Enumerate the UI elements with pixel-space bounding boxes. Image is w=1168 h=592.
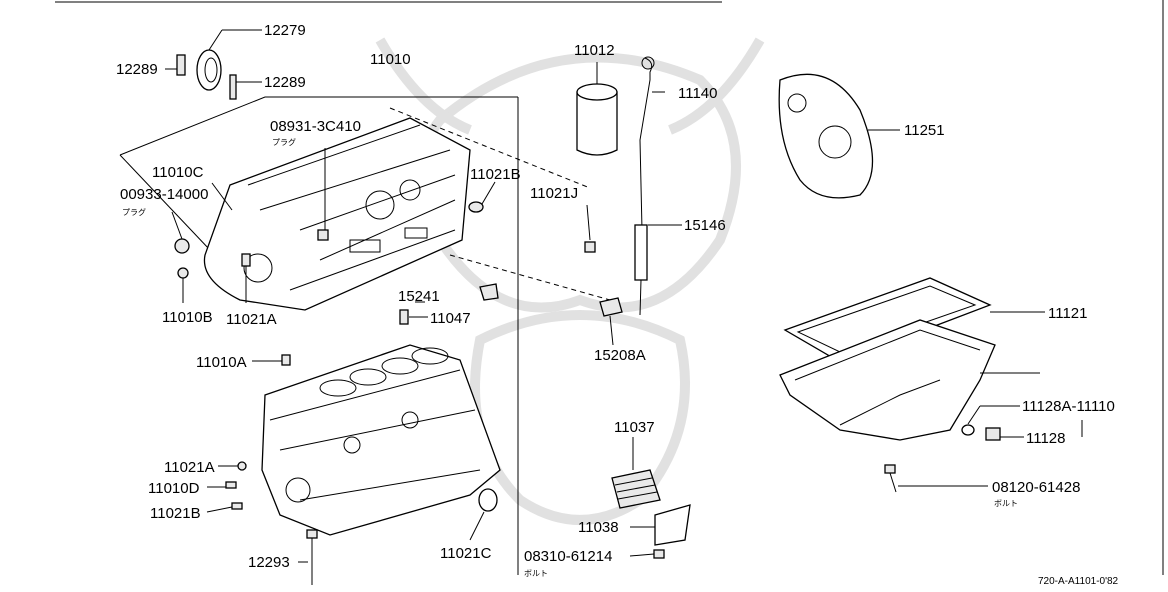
label-plug-2: プラグ — [122, 207, 146, 217]
drain-cock-plate — [654, 504, 691, 546]
label-11021b-top: 11021B — [470, 166, 521, 183]
label-11021a-top: 11021A — [226, 311, 277, 328]
plug-15241 — [479, 283, 499, 301]
relief-valve-15208a — [599, 297, 623, 317]
label-11010: 11010 — [370, 51, 411, 68]
label-12289-left: 12289 — [116, 61, 158, 78]
label-11251: 11251 — [904, 122, 945, 139]
label-00933: 00933-14000 — [120, 186, 208, 203]
drain-bolt — [653, 549, 665, 559]
label-bolt-2: ボルト — [524, 569, 548, 578]
label-bolt-1: ボルト — [994, 499, 1018, 508]
label-11128a: 11128A-11110 — [1022, 398, 1115, 415]
oil-dipstick — [634, 56, 655, 316]
seal-retainer-left — [176, 54, 186, 76]
plug-11021j — [584, 241, 596, 253]
label-08310: 08310-61214 — [524, 548, 612, 565]
oil-filter — [576, 83, 618, 156]
bolt-11047 — [399, 309, 409, 325]
plug-08931 — [317, 229, 329, 241]
label-11038: 11038 — [578, 519, 619, 536]
plug-11010a — [281, 354, 291, 366]
plug-11021a-top — [241, 253, 251, 267]
drain-cock — [611, 469, 661, 509]
label-11128: 11128 — [1026, 430, 1066, 447]
label-08120: 08120-61428 — [992, 479, 1080, 496]
cylinder-block-lower — [261, 344, 501, 536]
oil-pan-gasket — [783, 277, 992, 363]
diagram-reference-code: 720-A-A1101-0'82 — [1038, 576, 1119, 587]
label-15146: 15146 — [684, 217, 726, 234]
plug-11021c — [478, 488, 498, 512]
label-11010c: 11010C — [152, 164, 204, 181]
label-12293: 12293 — [248, 554, 290, 571]
rear-end-plate — [778, 73, 874, 199]
label-11021j: 11021J — [530, 185, 578, 202]
pin-11010d — [225, 481, 237, 489]
label-11121: 11121 — [1048, 305, 1088, 322]
label-plug-1: プラグ — [272, 137, 296, 147]
plug-11021b-top — [468, 201, 484, 213]
plug-11021a-bot — [237, 461, 247, 471]
seal-retainer-right — [229, 74, 237, 100]
block-frame — [119, 96, 611, 575]
label-15208a: 15208A — [594, 347, 646, 364]
rear-oil-seal — [196, 49, 222, 91]
cylinder-block-upper — [203, 117, 471, 311]
label-12289-right: 12289 — [264, 74, 306, 91]
drain-plug-washer — [961, 424, 975, 436]
label-08931: 08931-3C410 — [270, 118, 361, 135]
label-11010b: 11010B — [162, 309, 213, 326]
oil-pan-bolt — [884, 464, 897, 493]
plug-11021b-bot — [231, 502, 243, 510]
label-12279: 12279 — [264, 22, 306, 39]
drain-plug — [985, 427, 1001, 441]
label-11012: 11012 — [574, 42, 615, 59]
label-11140: 11140 — [678, 85, 718, 102]
label-15241: 15241 — [398, 288, 440, 305]
leader-lines — [165, 29, 1083, 563]
oil-pan — [779, 319, 996, 441]
plug-00933 — [174, 238, 190, 254]
label-11021a-bot: 11021A — [164, 459, 215, 476]
stud-12293 — [306, 529, 318, 585]
label-11047: 11047 — [430, 310, 471, 327]
label-11037: 11037 — [614, 419, 655, 436]
label-11010a: 11010A — [196, 354, 247, 371]
plug-11010b — [177, 267, 189, 279]
label-11021b-bot: 11021B — [150, 505, 201, 522]
label-11021c: 11021C — [440, 545, 492, 562]
label-11010d: 11010D — [148, 480, 200, 497]
